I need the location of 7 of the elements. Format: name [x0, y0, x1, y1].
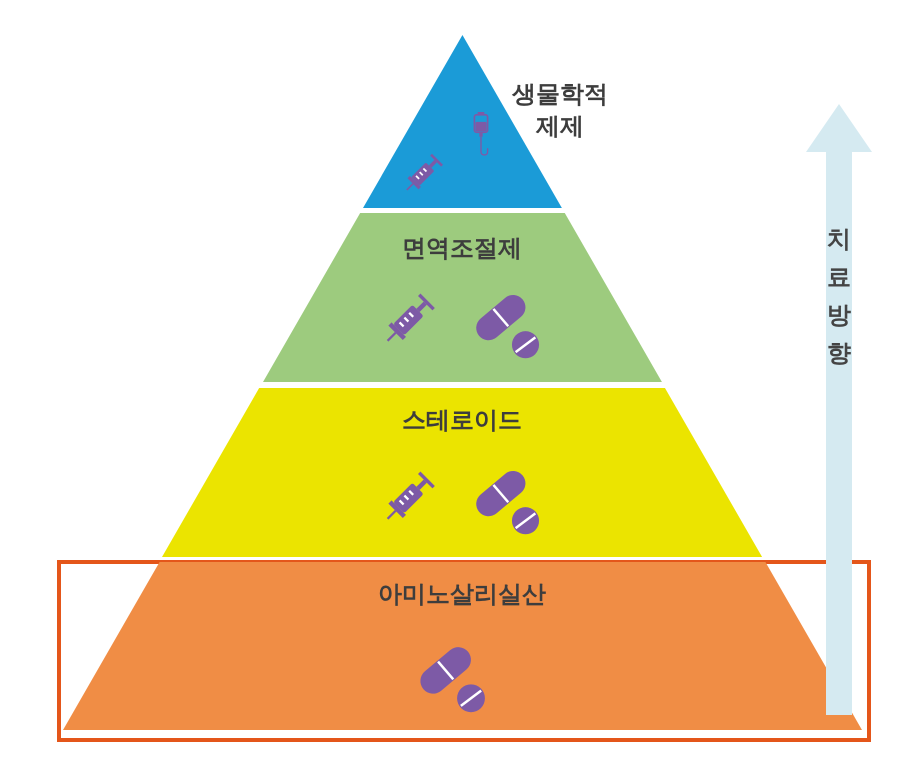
- pyramid-tier: [162, 388, 763, 557]
- pyramid-tier: [263, 213, 662, 382]
- tier-label: 스테로이드: [400, 405, 523, 436]
- tier-label: 생물학적 제제: [510, 79, 609, 142]
- tier-label: 아미노살리실산: [377, 579, 547, 610]
- axis-label: 치료방향: [826, 224, 852, 369]
- tier-label: 면역조절제: [400, 233, 523, 264]
